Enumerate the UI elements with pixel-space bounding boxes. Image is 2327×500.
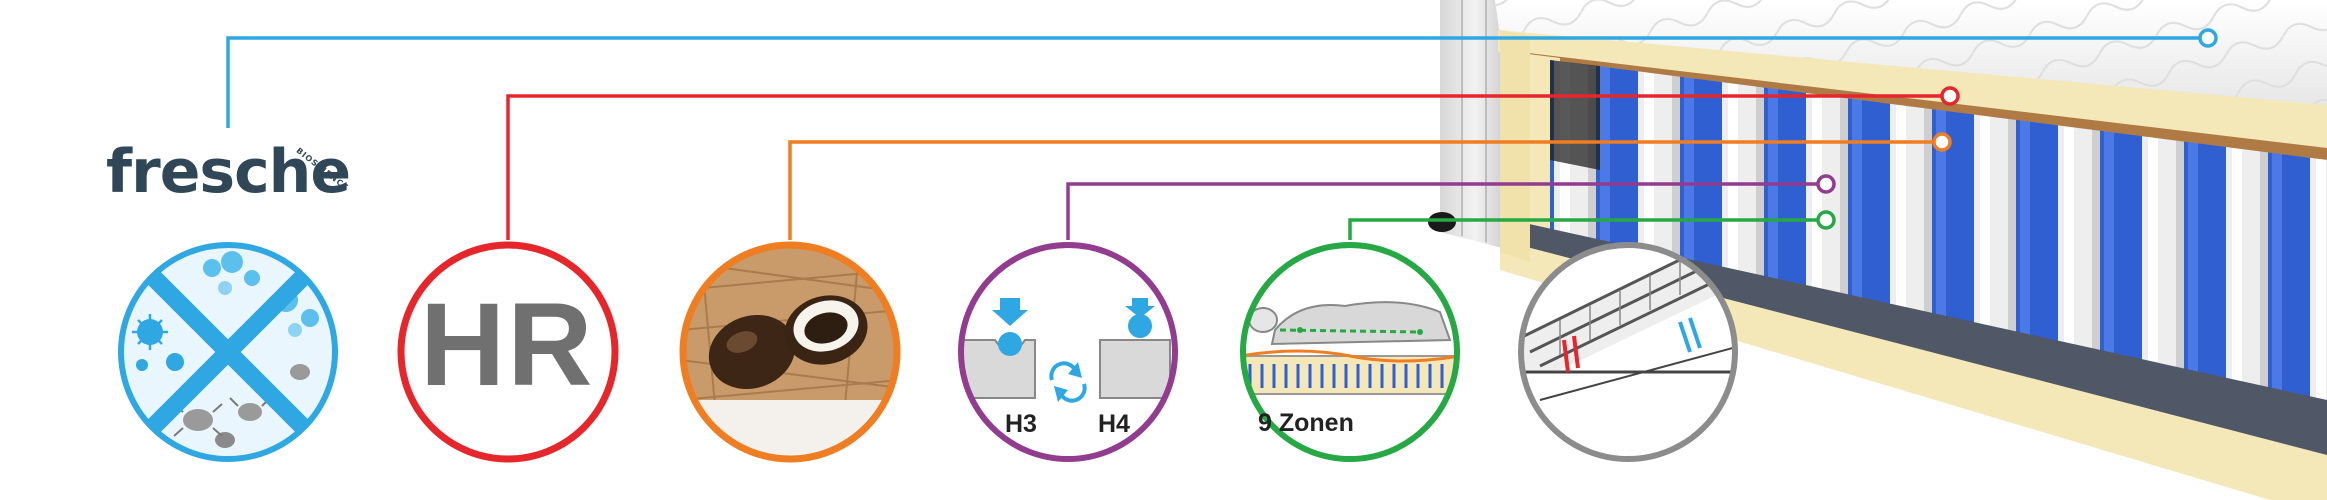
firmness-compare-icon: [958, 242, 1178, 462]
antibacterial-circle-icon: [118, 242, 338, 462]
callout-line-purple: [1066, 182, 1826, 240]
firmness-h3-label: H3: [1005, 410, 1037, 438]
endpoint-blue: [2198, 28, 2218, 48]
firmness-h4-label: H4: [1098, 410, 1130, 438]
sleeping-person-zones-icon: [1240, 242, 1460, 462]
endpoint-orange: [1932, 132, 1952, 152]
endpoint-green: [1816, 210, 1836, 230]
callout-line-red: [506, 94, 1950, 240]
callout-endpoints: [1816, 28, 2218, 230]
zones-label: 9 Zonen: [1258, 409, 1354, 437]
brand-logo: fresche: [106, 137, 351, 207]
callout-lines: [226, 36, 2208, 240]
hr-label: HR: [420, 279, 595, 411]
hr-foam-circle: [397, 241, 619, 463]
endpoint-purple: [1816, 174, 1836, 194]
endpoint-red: [1940, 86, 1960, 106]
frame-spring-icon: [1518, 242, 1738, 462]
callout-line-blue: [226, 36, 2208, 128]
callout-line-green: [1348, 218, 1826, 240]
callout-line-orange: [788, 140, 1942, 240]
coconut-icon: [679, 241, 901, 463]
